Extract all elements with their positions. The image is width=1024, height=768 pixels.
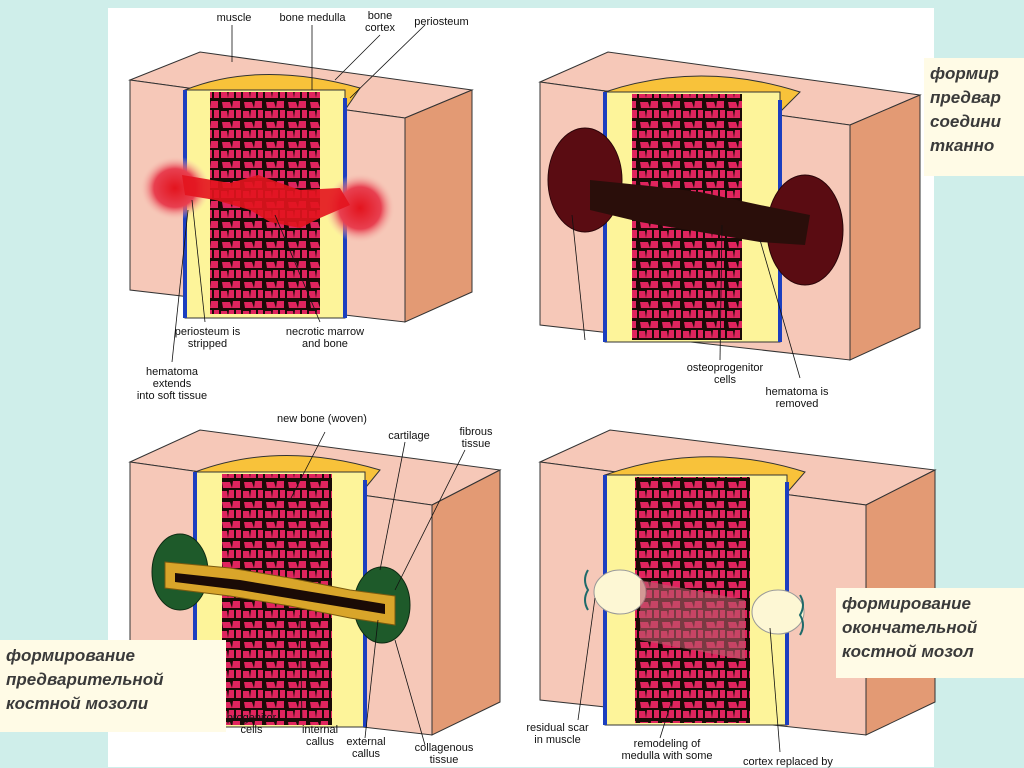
- hematoma-right: [325, 173, 395, 243]
- label-periosteum-stripped: periosteum is stripped: [174, 326, 241, 350]
- scar-right: [798, 594, 804, 636]
- label-internal-callus: internal callus: [301, 724, 339, 748]
- label-external-callus: external callus: [346, 736, 386, 760]
- label-cortex-replaced: cortex replaced by: [743, 756, 833, 768]
- leader-line: [759, 239, 801, 379]
- leader-line: [379, 441, 406, 571]
- label-fibrous-tissue: fibrous tissue: [459, 426, 493, 450]
- leader-line: [289, 431, 326, 501]
- label-residual-scar: residual scar in muscle: [526, 722, 589, 746]
- fracture-zone: [182, 175, 350, 228]
- leader-line: [769, 627, 781, 753]
- caption-stage-3: формирование предварительной костной моз…: [0, 640, 226, 732]
- granulation-left: [547, 127, 623, 233]
- label-cartilage: cartilage: [388, 430, 430, 442]
- leader-line: [571, 214, 586, 341]
- scar-left: [584, 569, 590, 611]
- leader-line: [171, 209, 189, 363]
- panel-2-granulation: [538, 51, 922, 379]
- label-remodeling-medulla: remodeling of medulla with some: [621, 738, 713, 762]
- label-muscle: muscle: [216, 12, 252, 24]
- label-bone-medulla: bone medulla: [279, 12, 346, 24]
- panel-1-hematoma: [128, 24, 474, 363]
- leader-line: [364, 619, 379, 739]
- label-necrotic-marrow: necrotic marrow and bone: [285, 326, 365, 350]
- leader-line: [719, 224, 723, 361]
- leader-line: [334, 34, 381, 81]
- label-hematoma-extends: hematoma extends into soft tissue: [136, 366, 208, 402]
- caption-stage-2: формир предвар соедини тканно: [924, 58, 1024, 176]
- leader-line: [659, 699, 673, 739]
- caption-stage-4: формирование окончательной костной мозол: [836, 588, 1024, 678]
- muscle-side-face: [431, 469, 501, 736]
- leader-line: [191, 199, 206, 323]
- leader-line: [349, 24, 426, 99]
- callus-band: [590, 180, 810, 245]
- label-hematoma-removed: hematoma is removed: [765, 386, 829, 410]
- label-collagenous-tissue: collagenous tissue: [414, 742, 474, 766]
- label-osteoprogenitor-cells: osteoprogenitor cells: [686, 362, 764, 386]
- label-new-bone-woven: new bone (woven): [277, 413, 367, 425]
- panel-4-remodeling: [538, 429, 937, 753]
- label-bone-cortex: bone cortex: [365, 10, 395, 34]
- muscle-side-face: [404, 89, 473, 323]
- remodeled-callus-right: [751, 589, 805, 635]
- leader-line: [274, 214, 321, 323]
- leader-line: [394, 449, 466, 591]
- muscle-side-face: [849, 94, 921, 361]
- label-periosteum: periosteum: [414, 16, 469, 28]
- leader-line: [299, 614, 303, 721]
- leader-line: [577, 597, 596, 721]
- leader-line: [394, 639, 426, 746]
- remodeled-callus-left: [593, 569, 647, 615]
- cartilage-band: [175, 573, 385, 614]
- label-progenitor-cells: progenitor cells: [226, 712, 277, 736]
- remodeled-medulla: [640, 580, 745, 660]
